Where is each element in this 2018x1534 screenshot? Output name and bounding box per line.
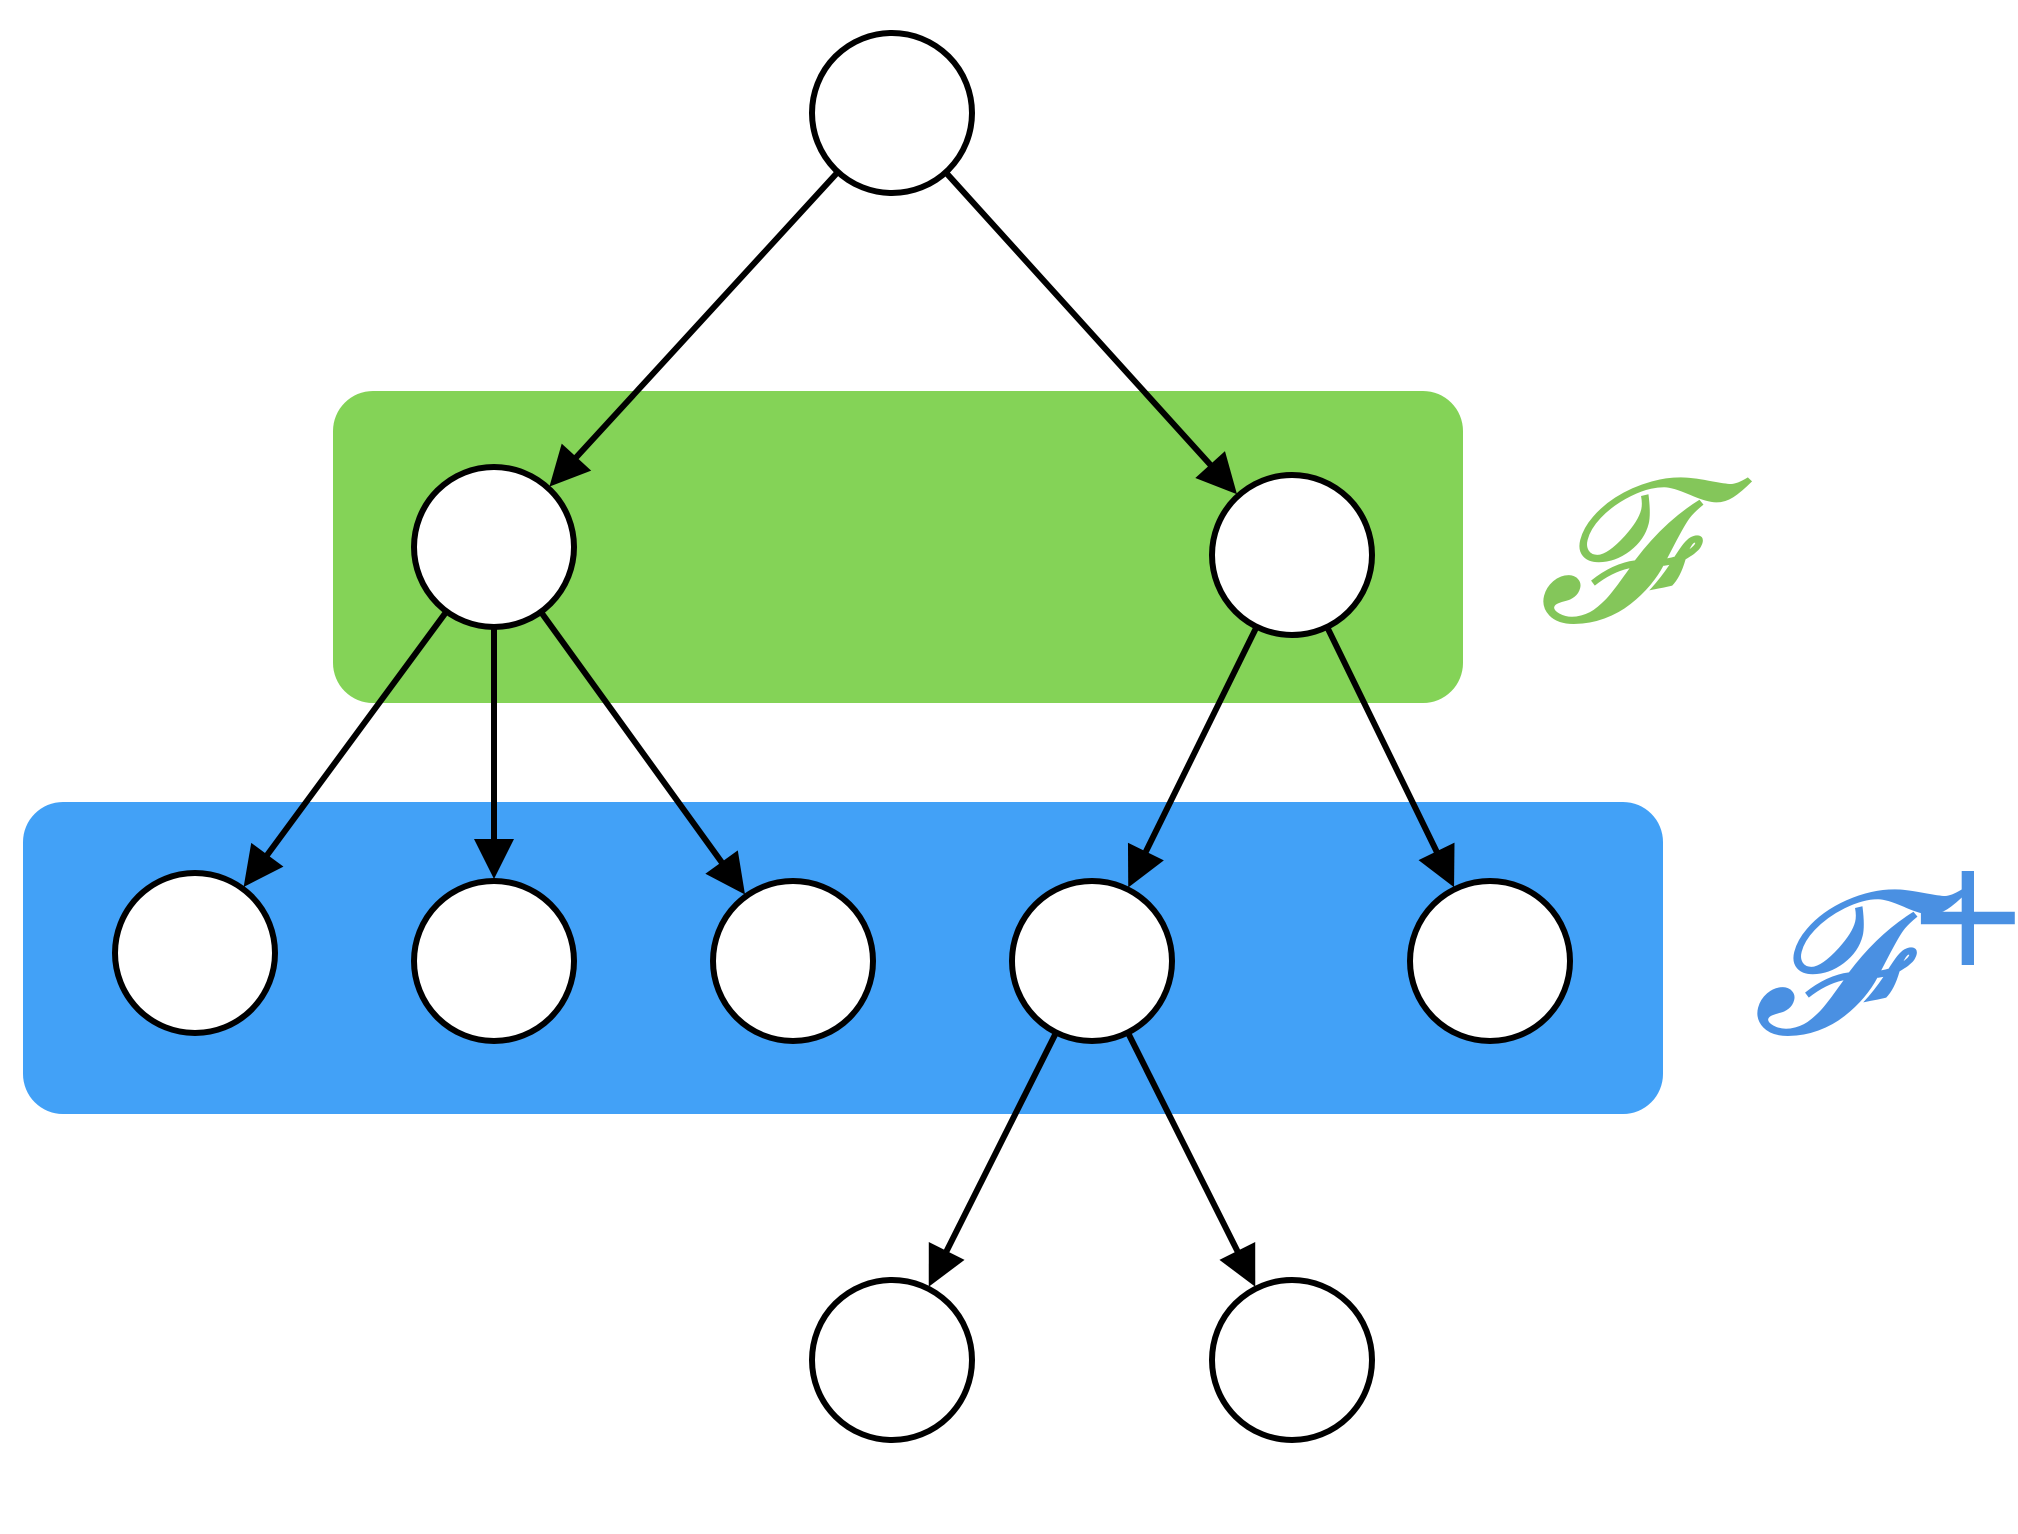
edge-line xyxy=(1141,625,1260,857)
edge-line xyxy=(942,1031,1059,1256)
edge-line xyxy=(1324,625,1441,857)
labels-layer: 𝓕 𝓕 + xyxy=(1538,435,2018,1080)
node-circle xyxy=(1209,1277,1375,1443)
node-f-right xyxy=(1209,472,1375,638)
expanded-label-plus: + xyxy=(1905,827,2018,1001)
arrowhead xyxy=(1219,1241,1256,1287)
edge-line xyxy=(571,169,841,463)
node-e5 xyxy=(1407,878,1573,1044)
frontier-region xyxy=(333,391,1463,703)
edge-e4-to-leaf-2 xyxy=(1125,1031,1256,1287)
edge-line xyxy=(943,170,1216,470)
node-root xyxy=(809,30,975,196)
edge-line xyxy=(262,609,449,860)
edge-f-left-to-e3 xyxy=(538,610,745,895)
edge-root-to-f-left xyxy=(549,169,841,487)
edge-f-left-to-e1 xyxy=(243,609,449,887)
arrowhead xyxy=(1127,842,1164,888)
node-circle xyxy=(411,878,577,1044)
edge-e4-to-leaf-1 xyxy=(928,1031,1059,1287)
node-leaf-1 xyxy=(809,1277,975,1443)
arrowhead xyxy=(928,1241,965,1287)
node-circle xyxy=(1209,472,1375,638)
node-e3 xyxy=(710,878,876,1044)
node-circle xyxy=(809,1277,975,1443)
edge-f-right-to-e4 xyxy=(1127,625,1260,888)
expanded-label-superscript: + xyxy=(1905,827,2018,1001)
edge-f-right-to-e5 xyxy=(1324,625,1455,888)
arrowhead xyxy=(705,850,745,895)
arrowhead xyxy=(243,842,284,887)
edges-layer xyxy=(243,169,1455,1287)
node-e1 xyxy=(112,870,278,1036)
edge-line xyxy=(1125,1031,1242,1256)
node-f-left xyxy=(411,464,577,630)
frontier-label: 𝓕 xyxy=(1538,435,1753,668)
node-circle xyxy=(1407,878,1573,1044)
node-circle xyxy=(411,464,577,630)
arrowhead xyxy=(474,839,514,879)
arrowhead xyxy=(1195,451,1237,495)
node-e4 xyxy=(1009,878,1175,1044)
node-circle xyxy=(112,870,278,1036)
node-e2 xyxy=(411,878,577,1044)
node-circle xyxy=(710,878,876,1044)
edge-line xyxy=(538,610,727,868)
node-leaf-2 xyxy=(1209,1277,1375,1443)
frontier-label-main: 𝓕 xyxy=(1538,435,1753,668)
node-circle xyxy=(1009,878,1175,1044)
edge-f-left-to-e2 xyxy=(474,627,514,879)
nodes-layer xyxy=(112,30,1573,1443)
arrowhead xyxy=(549,443,592,487)
arrowhead xyxy=(1418,842,1455,888)
node-circle xyxy=(809,30,975,196)
edge-root-to-f-right xyxy=(943,170,1237,495)
